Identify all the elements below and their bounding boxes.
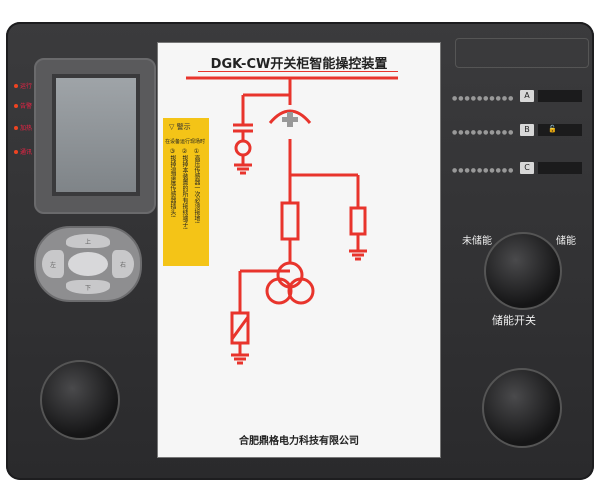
slot-row-c: ●●●●●●●●●● C xyxy=(452,162,582,176)
led-label-2: 告警 xyxy=(20,103,33,110)
stored-label: 储能 xyxy=(556,236,576,247)
led-label-3: 加热 xyxy=(20,125,33,132)
indicator-dots: ●●●●●●●●●● xyxy=(452,129,515,136)
lock-icon: 🔓 xyxy=(548,125,557,133)
lcd-frame xyxy=(34,58,156,214)
key-up[interactable]: 上 xyxy=(66,234,110,248)
slot-row-a: ●●●●●●●●●● A xyxy=(452,90,582,104)
storage-switch-label: 储能开关 xyxy=(492,314,536,327)
key-right[interactable]: 右 xyxy=(112,250,134,278)
warning-title: ▽ 警示 xyxy=(169,123,191,131)
key-enter[interactable] xyxy=(68,252,108,276)
slot-row-b: ●●●●●●●●●● B 🔓 xyxy=(452,124,582,138)
lcd-screen xyxy=(52,74,140,196)
indicator-dots: ●●●●●●●●●● xyxy=(452,167,515,174)
indicator-dots: ●●●●●●●●●● xyxy=(452,95,515,102)
label-window xyxy=(455,38,589,68)
title-underline xyxy=(198,71,398,72)
left-knob[interactable] xyxy=(40,360,120,440)
warning-label: ▽ 警示 在设备运行现场时 ①高压传感器一次必须接地! ②拔掉本装置的所有接线端… xyxy=(163,118,209,266)
led-label-1: 运行 xyxy=(20,83,33,90)
slot-label-c: C xyxy=(520,162,534,174)
led-label-4: 通讯 xyxy=(20,149,33,156)
single-line-diagram xyxy=(186,76,398,365)
led-indicator-4 xyxy=(14,150,18,154)
storage-switch-knob[interactable] xyxy=(484,232,562,310)
warning-item-3: ③拔掉温湿度传感器插头! xyxy=(169,148,176,218)
slot-indicator-c xyxy=(538,162,582,174)
warning-subtitle: 在设备运行现场时 xyxy=(165,139,206,145)
slot-indicator-a xyxy=(538,90,582,102)
slot-indicator-b xyxy=(538,124,582,136)
key-down[interactable]: 下 xyxy=(66,280,110,294)
schematic-panel: DGK-CW开关柜智能操控装置 ▽ 警示 在设备运行现场时 ①高压传感器一次必须… xyxy=(157,42,441,458)
led-indicator-3 xyxy=(14,126,18,130)
not-stored-label: 未储能 xyxy=(462,236,492,247)
warning-item-1: ①高压传感器一次必须接地! xyxy=(193,148,200,224)
navigation-keypad: 上 下 左 右 xyxy=(34,226,142,302)
slot-label-a: A xyxy=(520,90,534,102)
led-indicator-1 xyxy=(14,84,18,88)
right-knob[interactable] xyxy=(482,368,562,448)
key-left[interactable]: 左 xyxy=(42,250,64,278)
company-name: 合肥鼎格电力科技有限公司 xyxy=(239,436,359,447)
slot-label-b: B xyxy=(520,124,534,136)
panel-title: DGK-CW开关柜智能操控装置 xyxy=(210,57,388,72)
led-indicator-2 xyxy=(14,104,18,108)
warning-item-2: ②拔掉本装置的所有接线端子! xyxy=(181,148,188,230)
